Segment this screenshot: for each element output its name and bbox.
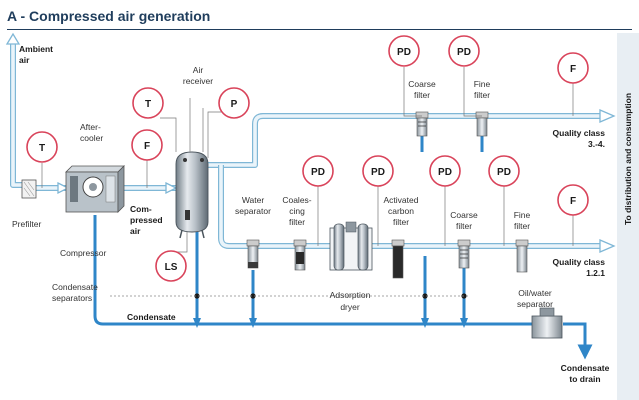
coalescing-filter: [293, 239, 307, 271]
compressor: [65, 165, 125, 213]
badge-pd-activated-label: PD: [371, 167, 385, 178]
condensate-separators-label-1: Condensate: [52, 282, 98, 292]
activated-carbon-label-1: Activated: [384, 195, 419, 205]
coalescing-filter-label-2: cing: [289, 206, 305, 216]
air-receiver-label-2: receiver: [183, 76, 213, 86]
activated-carbon-filter: [391, 239, 405, 279]
badge-pd-coalescing-label: PD: [311, 167, 325, 178]
fine-filter-upper-label-2: filter: [474, 90, 490, 100]
coarse-filter-upper: [415, 111, 429, 137]
arrow-to-compressor: [57, 181, 70, 195]
coalescing-filter-label-3: filter: [289, 217, 305, 227]
badge-t-receiver: T: [132, 87, 164, 119]
water-separator-label-1: Water: [242, 195, 265, 205]
badge-f-main-label: F: [144, 141, 150, 152]
fine-filter-upper-label-1: Fine: [474, 79, 491, 89]
badge-f-main: F: [131, 129, 163, 161]
fine-filter-lower: [515, 239, 529, 273]
badge-pd-fine-upper-label: PD: [457, 47, 471, 58]
badge-pd-coalescing: PD: [302, 155, 334, 187]
water-separator: [246, 239, 260, 269]
oil-water-separator-label-1: Oil/water: [518, 288, 552, 298]
badge-p-receiver: P: [218, 87, 250, 119]
adsorption-dryer-label-2: dryer: [340, 302, 360, 312]
coarse-filter-upper-label-2: filter: [414, 90, 430, 100]
coarse-filter-lower-label-2: filter: [456, 221, 472, 231]
coarse-filter-lower: [457, 239, 471, 269]
arrow-ambient: [5, 32, 21, 45]
badge-p-receiver-label: P: [231, 99, 238, 110]
air-receiver-tank: [175, 98, 209, 239]
compressor-label: Compressor: [60, 248, 106, 258]
diagram-title: A - Compressed air generation: [7, 8, 211, 24]
adsorption-dryer-label-1: Adsorption: [330, 290, 371, 300]
arrow-upper-out: [599, 109, 616, 123]
badge-t-receiver-label: T: [145, 99, 151, 110]
condensate-separators-label-2: separators: [52, 293, 92, 303]
badge-t-main-label: T: [39, 143, 45, 154]
badge-pd-fine-lower-label: PD: [497, 167, 511, 178]
badge-pd-fine-lower: PD: [488, 155, 520, 187]
activated-carbon-label-3: filter: [393, 217, 409, 227]
condensate-arrows: [193, 318, 468, 328]
instrument-leaders: [41, 67, 574, 253]
water-separator-label-2: separator: [235, 206, 271, 216]
badge-ls-receiver: LS: [155, 250, 187, 282]
quality-class-lower-label-1: Quality class: [553, 257, 606, 267]
quality-class-upper-label-2: 3.-4.: [588, 139, 605, 149]
badge-t-main: T: [26, 131, 58, 163]
distribution-label: To distribution and consumption: [623, 93, 633, 225]
title-divider: [7, 29, 632, 30]
fine-filter-lower-label-1: Fine: [514, 210, 531, 220]
badge-f-lower: F: [557, 184, 589, 216]
oil-water-separator-label-2: separator: [517, 299, 553, 309]
coalescing-filter-label-1: Coales-: [282, 195, 311, 205]
air-receiver-label-1: Air: [193, 65, 204, 75]
air-pipes: [10, 44, 600, 249]
badge-pd-coarse-upper: PD: [388, 35, 420, 67]
activated-carbon-label-2: carbon: [388, 206, 414, 216]
compressed-air-label-1: Com-: [130, 204, 152, 214]
badge-ls-receiver-label: LS: [165, 262, 178, 273]
badge-pd-activated: PD: [362, 155, 394, 187]
badge-pd-coarse-lower: PD: [429, 155, 461, 187]
badge-f-upper: F: [557, 52, 589, 84]
coarse-filter-upper-label-1: Coarse: [408, 79, 436, 89]
distribution-bar: [617, 33, 639, 400]
condensate-to-drain-label-2: to drain: [569, 374, 600, 384]
quality-class-lower-label-2: 1.2.1: [586, 268, 605, 278]
ambient-air-label-2: air: [19, 55, 30, 65]
fine-filter-lower-label-2: filter: [514, 221, 530, 231]
badge-pd-fine-upper: PD: [448, 35, 480, 67]
quality-class-upper-label-1: Quality class: [553, 128, 606, 138]
badge-f-lower-label: F: [570, 196, 576, 207]
fine-filter-upper: [475, 111, 489, 137]
arrow-lower-out: [599, 239, 616, 253]
badge-f-upper-label: F: [570, 64, 576, 75]
badge-pd-coarse-upper-label: PD: [397, 47, 411, 58]
arrow-to-receiver: [165, 181, 178, 195]
compressed-air-label-2: pressed: [130, 215, 163, 225]
badge-pd-coarse-lower-label: PD: [438, 167, 452, 178]
aftercooler-label-1: After-: [80, 122, 101, 132]
prefilter: [21, 179, 37, 199]
aftercooler-label-2: cooler: [80, 133, 103, 143]
adsorption-dryer: [329, 221, 373, 271]
condensate-label: Condensate: [127, 312, 176, 322]
compressed-air-label-3: air: [130, 226, 141, 236]
prefilter-label: Prefilter: [12, 219, 41, 229]
condensate-to-drain-label-1: Condensate: [561, 363, 610, 373]
oil-water-separator: [531, 307, 563, 339]
ambient-air-label-1: Ambient: [19, 44, 53, 54]
coarse-filter-lower-label-1: Coarse: [450, 210, 478, 220]
